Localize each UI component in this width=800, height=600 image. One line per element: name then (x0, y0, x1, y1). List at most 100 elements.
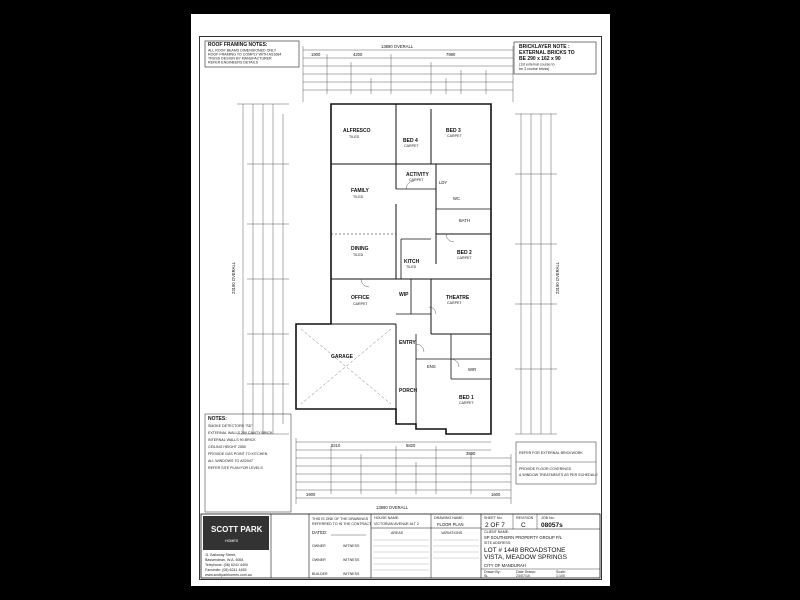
svg-text:1600: 1600 (491, 492, 501, 497)
svg-text:CLIENT NAME:: CLIENT NAME: (484, 530, 509, 534)
room-bath: BATH (459, 218, 470, 223)
svg-text:TILED: TILED (349, 135, 360, 139)
room-theatre: THEATRE (446, 295, 470, 301)
room-wir: WIR (468, 367, 476, 372)
sheet-border (199, 36, 602, 580)
svg-text:VICTORIAN AVENUE ALT 2: VICTORIAN AVENUE ALT 2 (374, 522, 419, 526)
room-bed4: BED 4 (403, 138, 418, 144)
svg-text:(1st external course to: (1st external course to (519, 63, 555, 67)
svg-text:Telephone: (08) 6241 4400: Telephone: (08) 6241 4400 (205, 563, 248, 567)
room-garage: GARAGE (331, 354, 354, 360)
svg-text:WITNESS: WITNESS (343, 544, 360, 548)
room-office: OFFICE (351, 295, 370, 301)
bottom-overall-dim: 13890 OVERALL (376, 505, 409, 510)
svg-text:FLOOR PLAN: FLOOR PLAN (437, 522, 464, 527)
svg-text:CEILING HEIGHT 2550: CEILING HEIGHT 2550 (208, 445, 246, 449)
svg-text:be 3 course bricks): be 3 course bricks) (519, 67, 549, 71)
right-dimensions (515, 113, 557, 435)
roof-notes-title: ROOF FRAMING NOTES: (208, 42, 268, 48)
room-porch: PORCH (399, 388, 417, 394)
svg-text:EXTERNAL BRICKS TO: EXTERNAL BRICKS TO (519, 50, 575, 56)
right-overall-dim: 23190 OVERALL (555, 261, 560, 294)
svg-text:OWNER: OWNER (312, 558, 326, 562)
room-family: FAMILY (351, 188, 370, 194)
svg-text:Facsimile: (08) 6241 4455: Facsimile: (08) 6241 4455 (205, 568, 247, 572)
room-bed3: BED 3 (446, 128, 461, 134)
room-wc: WC (453, 196, 460, 201)
svg-text:DRAWING NAME:: DRAWING NAME: (434, 516, 464, 520)
svg-text:5820: 5820 (406, 443, 416, 448)
room-bed2: BED 2 (457, 250, 472, 256)
room-labels: ALFRESCO TILED BED 3 CARPET BED 4 CARPET… (331, 128, 476, 405)
svg-text:CARPET: CARPET (457, 256, 472, 260)
svg-text:PROVIDE GAS POINT TO KITCHEN: PROVIDE GAS POINT TO KITCHEN (208, 452, 268, 456)
svg-text:HOUSE NAME:: HOUSE NAME: (374, 516, 399, 520)
svg-text:OWNER: OWNER (312, 544, 326, 548)
estate-address: VISTA, MEADOW SPRINGS (484, 554, 568, 561)
svg-text:TILED: TILED (406, 265, 417, 269)
svg-text:TILED: TILED (353, 253, 364, 257)
svg-text:HOMES: HOMES (225, 539, 239, 543)
room-bed1: BED 1 (459, 395, 474, 401)
svg-text:VARIATIONS: VARIATIONS (441, 531, 463, 535)
svg-text:11 Galloway Street,: 11 Galloway Street, (205, 553, 236, 557)
svg-text:SITE ADDRESS:: SITE ADDRESS: (484, 541, 511, 545)
svg-text:& WINDOW TREATMENTS AS PER SCH: & WINDOW TREATMENTS AS PER SCHEDULE (519, 473, 598, 477)
svg-text:PROVIDE FLOOR COVERINGS: PROVIDE FLOOR COVERINGS (519, 467, 572, 471)
svg-text:Drawn By:: Drawn By: (484, 570, 501, 574)
svg-text:REFER FOR EXTERNAL BRICKWORK: REFER FOR EXTERNAL BRICKWORK (519, 451, 583, 455)
svg-text:SL: SL (484, 574, 488, 578)
svg-text:BE 290 x 162 x 90: BE 290 x 162 x 90 (519, 56, 561, 62)
revision-letter: C (521, 522, 526, 529)
door-swings (360, 180, 460, 368)
svg-text:ALL ROOF BEAMS DIMENSIONED ONL: ALL ROOF BEAMS DIMENSIONED ONLY (208, 49, 277, 53)
drawing-sheet: ROOF FRAMING NOTES: ALL ROOF BEAMS DIMEN… (191, 14, 610, 586)
bricklayer-note: BRICKLAYER NOTE : EXTERNAL BRICKS TO BE … (513, 41, 597, 75)
room-wip: WIP (399, 292, 409, 298)
svg-text:JOB No:: JOB No: (541, 516, 555, 520)
svg-text:5210: 5210 (331, 443, 341, 448)
left-overall-dim: 23190 OVERALL (231, 261, 236, 294)
svg-text:REFERRED TO IN THE CONTRACT: REFERRED TO IN THE CONTRACT (312, 522, 372, 526)
svg-text:WITNESS: WITNESS (343, 558, 360, 562)
room-kitchen: KITCH (404, 259, 420, 265)
svg-text:CARPET: CARPET (353, 302, 368, 306)
svg-text:Scale:: Scale: (556, 570, 566, 574)
svg-text:REVISION: REVISION (516, 516, 534, 520)
svg-text:CARPET: CARPET (404, 144, 419, 148)
svg-text:SMOKE DETECTORS "SD": SMOKE DETECTORS "SD" (208, 424, 253, 428)
lot-address: LOT # 1448 BROADSTONE (484, 547, 566, 554)
svg-text:7990: 7990 (446, 52, 456, 57)
top-overall-dim: 13890 OVERALL (381, 44, 414, 49)
svg-text:1900: 1900 (306, 492, 316, 497)
svg-text:23/07/10: 23/07/10 (516, 574, 530, 578)
job-number: 08057s (541, 522, 563, 529)
svg-text:INTERNAL WALLS 90 BRICK: INTERNAL WALLS 90 BRICK (208, 438, 256, 442)
svg-text:SHEET No:: SHEET No: (484, 516, 503, 520)
svg-text:TILED: TILED (353, 195, 364, 199)
garage-cross (300, 328, 392, 405)
svg-text:BUILDER: BUILDER (312, 572, 328, 576)
svg-text:CARPET: CARPET (459, 401, 474, 405)
svg-text:REFER ENGINEERS DETAILS: REFER ENGINEERS DETAILS (208, 61, 259, 65)
client-name: SP SOUTHERN PROPERTY GROUP P/L (484, 535, 563, 540)
svg-text:REFER SITE PLAN FOR LEVELS: REFER SITE PLAN FOR LEVELS (208, 466, 263, 470)
room-dining: DINING (351, 246, 369, 252)
sheet-number: 2 OF 7 (485, 522, 505, 529)
svg-text:3890: 3890 (466, 451, 476, 456)
svg-text:1:100: 1:100 (556, 574, 565, 578)
roof-framing-notes: ROOF FRAMING NOTES: ALL ROOF BEAMS DIMEN… (204, 40, 300, 68)
house-walls (295, 103, 492, 435)
svg-text:Bassendean, W.A. 6054: Bassendean, W.A. 6054 (205, 558, 244, 562)
room-alfresco: ALFRESCO (343, 128, 371, 134)
council: CITY OF MANDURAH (484, 563, 526, 568)
svg-text:WITNESS: WITNESS (343, 572, 360, 576)
svg-text:4200: 4200 (353, 52, 363, 57)
svg-text:ALL WINDOWS TO AS2047: ALL WINDOWS TO AS2047 (208, 459, 253, 463)
title-block: SCOTT PARK HOMES 11 Galloway Street, Bas… (200, 513, 601, 579)
bottom-dimensions (295, 438, 512, 504)
svg-text:1900: 1900 (311, 52, 321, 57)
svg-text:EXTERNAL WALLS 290 CAVITY BRIC: EXTERNAL WALLS 290 CAVITY BRICK (208, 431, 273, 435)
room-entry: ENTRY (399, 340, 416, 346)
legend-notes: REFER FOR EXTERNAL BRICKWORK PROVIDE FLO… (515, 441, 598, 485)
